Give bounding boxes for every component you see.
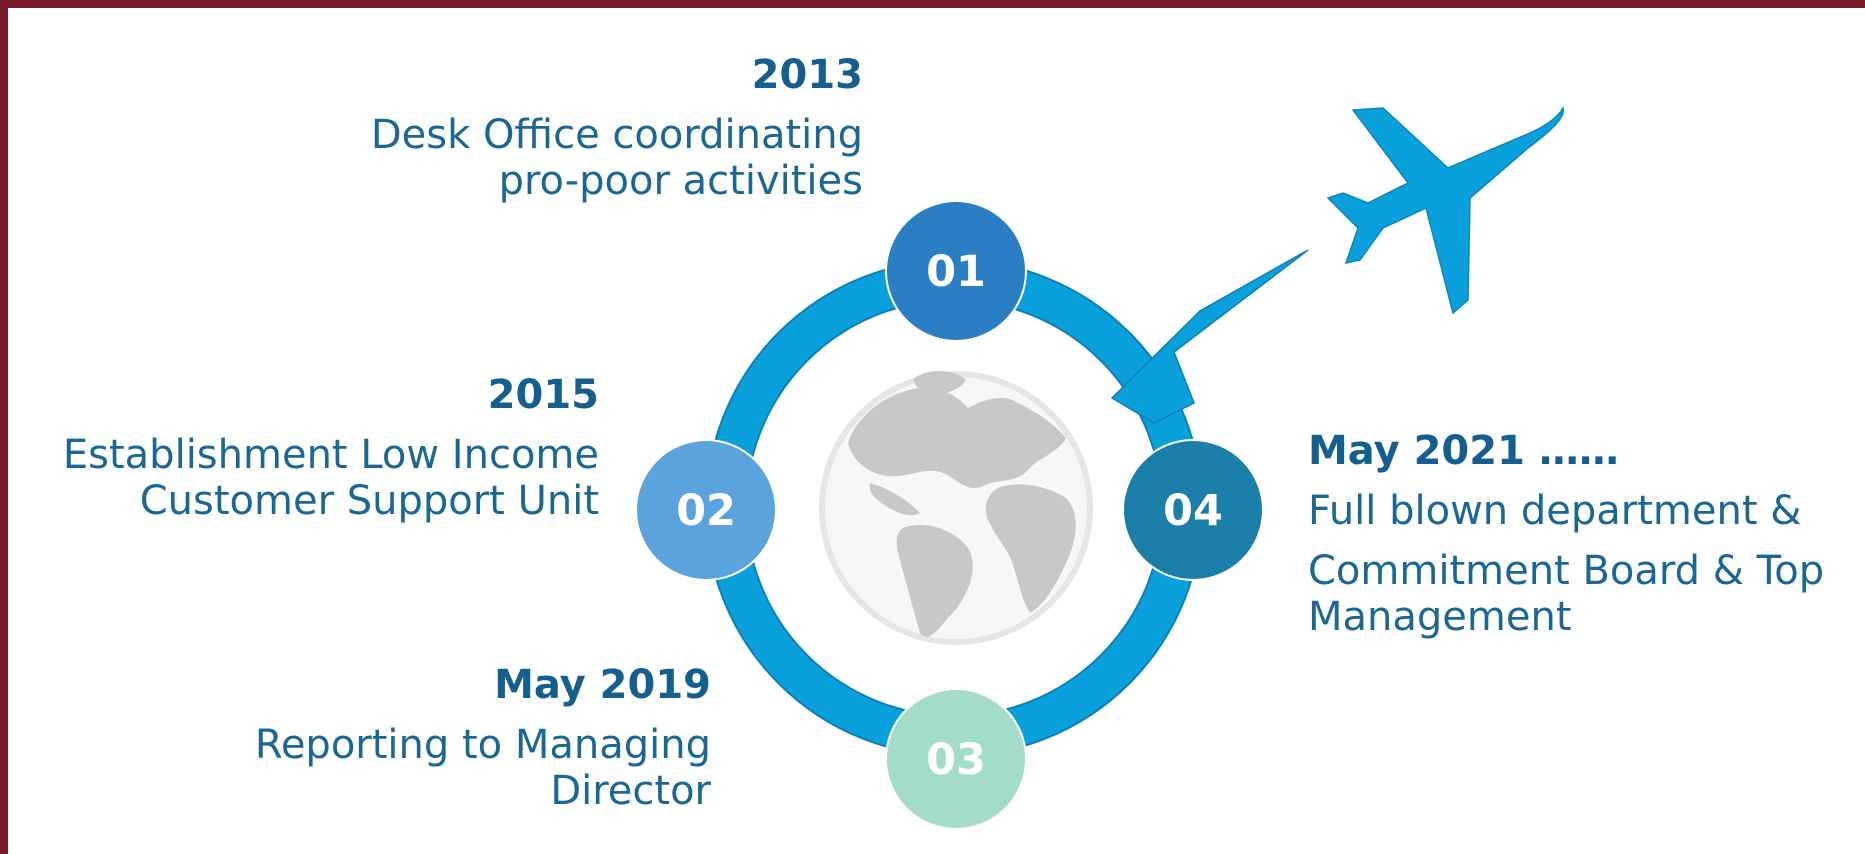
airplane-icon [1326, 105, 1564, 315]
flight-trail-arrow [1110, 249, 1309, 424]
milestone-text-03: May 2019 Reporting to Managing Director [255, 662, 711, 814]
milestone-year-02: 2015 [487, 372, 599, 418]
milestone-desc-02-line-1: Establishment Low Income [62, 432, 599, 478]
milestone-number-01: 01 [926, 247, 986, 297]
milestone-desc-03-line-2: Director [550, 768, 711, 814]
milestone-year-03: May 2019 [494, 662, 711, 708]
milestone-node-04: 04 [1122, 439, 1264, 581]
milestone-text-04: May 2021 …… Full blown department & Comm… [1308, 428, 1824, 640]
milestone-node-03: 03 [885, 688, 1027, 830]
slide-canvas: 01 02 03 04 2013 Desk Office coordinatin… [8, 8, 1865, 854]
milestone-year-04: May 2021 …… [1308, 428, 1619, 474]
milestone-number-04: 04 [1163, 486, 1223, 536]
milestone-year-01: 2013 [751, 52, 863, 98]
milestone-desc-04-line-2: Commitment Board & Top [1308, 548, 1825, 594]
milestone-desc-01-line-1: Desk Office coordinating [370, 112, 863, 158]
milestone-number-02: 02 [676, 486, 736, 536]
milestone-text-01: 2013 Desk Office coordinating pro-poor a… [371, 52, 863, 204]
milestone-number-03: 03 [926, 735, 986, 785]
milestone-desc-02-line-2: Customer Support Unit [139, 478, 599, 524]
timeline-diagram: 01 02 03 04 [635, 105, 1564, 830]
milestone-node-02: 02 [635, 439, 777, 581]
milestone-desc-03-line-1: Reporting to Managing [254, 722, 711, 768]
milestone-node-01: 01 [885, 200, 1027, 342]
milestone-desc-04-line-1: Full blown department & [1308, 488, 1802, 534]
milestone-desc-01-line-2: pro-poor activities [498, 158, 863, 204]
milestone-desc-04-line-3: Management [1308, 594, 1572, 640]
milestone-text-02: 2015 Establishment Low Income Customer S… [63, 372, 599, 524]
globe-icon [819, 371, 1093, 645]
